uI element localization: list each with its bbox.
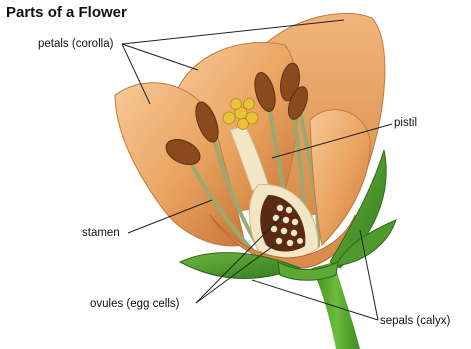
ovule [287,240,293,246]
ovule [283,217,289,223]
label-petals: petals (corolla) [38,38,113,50]
ovule [277,205,283,211]
ovule [286,207,292,213]
stigma [223,112,235,124]
ovule [276,238,282,244]
leader-line-sepals [252,280,378,320]
ovule [291,230,297,236]
diagram-title: Parts of a Flower [6,4,127,21]
stigma [238,119,249,130]
ovule [297,238,303,244]
label-pistil: pistil [394,117,417,129]
label-ovules: ovules (egg cells) [90,298,179,310]
ovule [292,219,298,225]
stigma [231,99,242,110]
leader-line-petals [122,44,198,70]
ovule [281,228,287,234]
label-stamen: stamen [82,227,120,239]
stigma [244,99,255,110]
label-sepals: sepals (calyx) [380,315,450,327]
